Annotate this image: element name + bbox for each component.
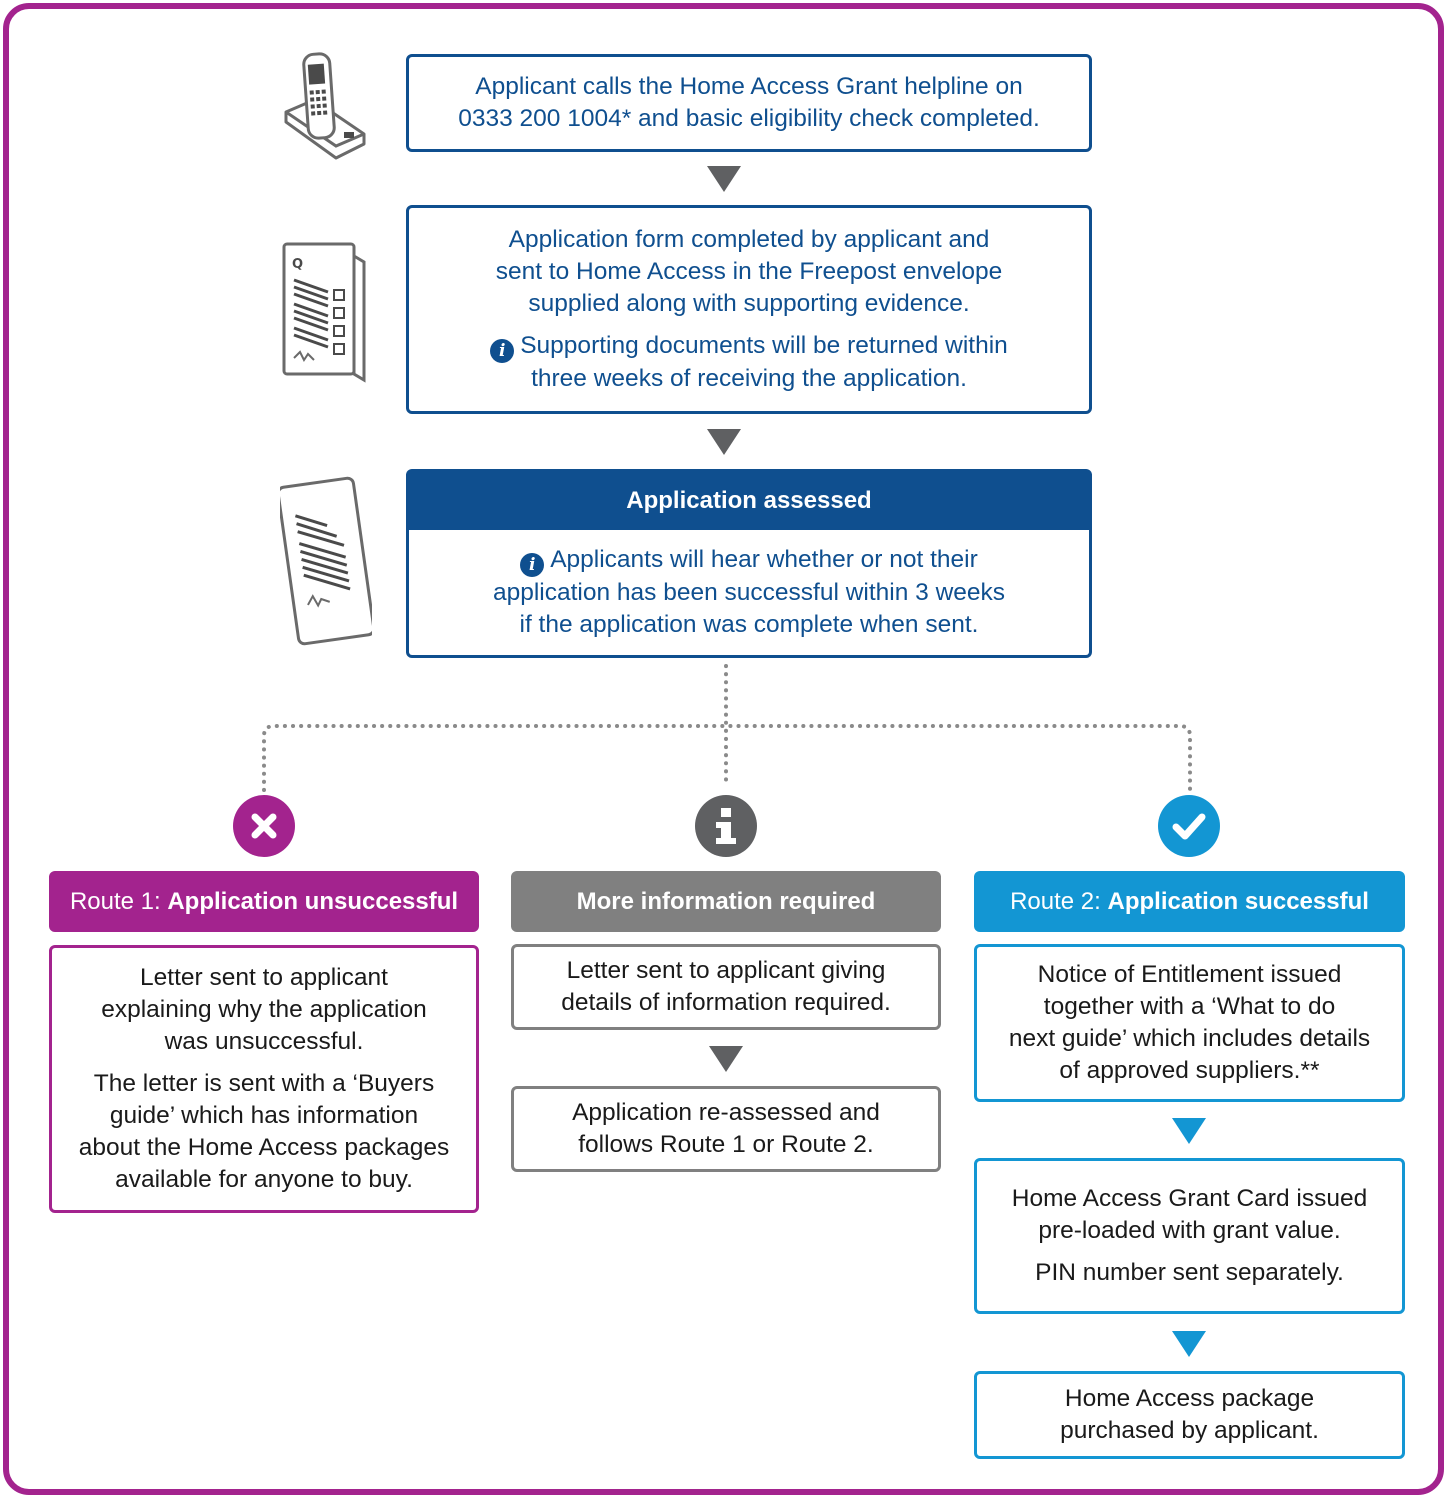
helpline-step: Applicant calls the Home Access Grant he… [406, 54, 1092, 152]
route2-box3: Home Access package purchased by applica… [974, 1371, 1405, 1459]
more-info-box2: Application re-assessed and follows Rout… [511, 1086, 941, 1172]
route2-text1: Notice of Entitlement issued together wi… [1008, 961, 1371, 1084]
assessed-title: Application assessed [626, 486, 872, 514]
more-info-text1: Letter sent to applicant giving details … [561, 957, 891, 1016]
assessed-header: Application assessed [406, 469, 1092, 532]
helpline-text: Applicant calls the Home Access Grant he… [458, 73, 1040, 132]
route2-header: Route 2: Application successful [974, 871, 1405, 932]
branch-connector [262, 664, 1192, 792]
route2-text2: Home Access Grant Card issued pre-loaded… [1011, 1185, 1368, 1244]
route1-header: Route 1: Application unsuccessful [49, 871, 479, 932]
form-icon: Q [282, 242, 366, 383]
arrow-down-4 [1172, 1118, 1206, 1144]
route2-box1: Notice of Entitlement issued together wi… [974, 944, 1405, 1102]
assessed-note-text: Applicants will hear whether or not thei… [492, 546, 1006, 638]
arrow-down-1 [707, 166, 741, 192]
arrow-down-2 [707, 429, 741, 455]
route2-prefix: Route 2: [1010, 887, 1108, 915]
route2-box2: Home Access Grant Card issued pre-loaded… [974, 1158, 1405, 1314]
cross-icon [233, 795, 295, 857]
svg-text:Q: Q [292, 257, 303, 272]
page-frame [3, 3, 1444, 1495]
check-icon [1158, 795, 1220, 857]
info-icon [695, 795, 757, 857]
info-small-icon: i [490, 339, 515, 363]
document-icon [280, 476, 372, 646]
form-step: Application form completed by applicant … [406, 205, 1092, 414]
more-info-box1: Letter sent to applicant giving details … [511, 944, 941, 1030]
route1-title: Application unsuccessful [167, 887, 459, 915]
route1-text1: Letter sent to applicant explaining why … [101, 964, 427, 1055]
route2-text3: Home Access package purchased by applica… [1060, 1385, 1319, 1444]
form-text: Application form completed by applicant … [495, 226, 1003, 317]
route1-prefix: Route 1: [69, 887, 168, 915]
more-info-header: More information required [511, 871, 941, 932]
route1-text2: The letter is sent with a ‘Buyers guide’… [78, 1070, 450, 1193]
arrow-down-3 [709, 1046, 743, 1072]
route2-text2b: PIN number sent separately. [1035, 1259, 1344, 1286]
form-note-text: Supporting documents will be returned wi… [520, 332, 1008, 392]
route1-box: Letter sent to applicant explaining why … [49, 945, 479, 1213]
more-info-text2: Application re-assessed and follows Rout… [572, 1099, 880, 1158]
route2-title: Application successful [1107, 887, 1369, 915]
phone-icon [284, 52, 366, 160]
arrow-down-5 [1172, 1331, 1206, 1357]
info-small-icon: i [520, 553, 545, 577]
more-info-title: More information required [576, 887, 876, 915]
